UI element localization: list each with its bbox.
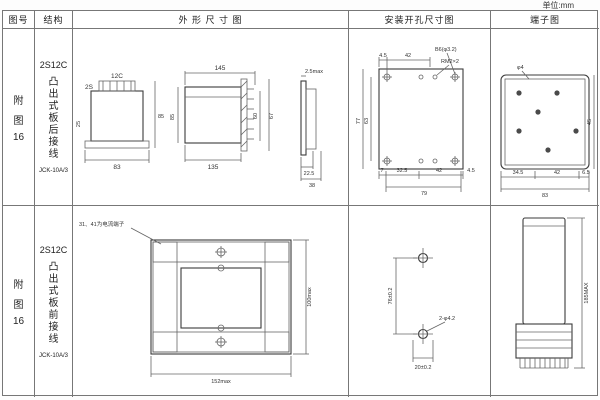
- figure-number-row2: 附 图 16: [3, 206, 35, 397]
- outline-cell-row2: 31、41为电流端子 100max 152max: [73, 206, 349, 397]
- structure-row2: 2S12C 凸出式板前接线 JCK-10A/3: [35, 206, 73, 397]
- structure-row1: 2S12C 凸出式板后接线 JCK-10A/3: [35, 29, 73, 206]
- label-slot-spec: RM2×2: [441, 59, 459, 65]
- dim-100max: 100max: [307, 287, 313, 307]
- dim-325: 32.5: [397, 168, 408, 174]
- dim-20: 20±0.2: [415, 365, 432, 371]
- fig-char-2: 图: [13, 115, 24, 127]
- mounting-drawing-rear-wiring: 4.5 42 B6(φ3.2) RM2×2 77 63 7 32.5 42 4.…: [356, 47, 475, 197]
- fig-char-3: 16: [12, 316, 25, 327]
- model-label: 2S12C: [39, 60, 68, 70]
- fig-char-1: 附: [13, 95, 24, 107]
- model-label: 2S12C: [39, 244, 68, 255]
- terminal-drawing-front-wiring: 185MAX: [515, 217, 590, 369]
- dim-345: 34.5: [513, 170, 524, 176]
- label-12c: 12C: [111, 73, 123, 80]
- type-code: JCK-10A/3: [38, 168, 68, 174]
- dimension-table: 图号 结构 外 形 尺 寸 图 安装开孔尺寸图 端子图 附 图 16 2S12C…: [2, 10, 599, 397]
- dim-front-width: 83: [113, 164, 121, 171]
- mounting-drawing-front-wiring: 76±0.2 2-φ4.2 20±0.2: [388, 248, 455, 371]
- dim-185max: 185MAX: [584, 282, 590, 303]
- dim-25max: 2.5max: [305, 69, 323, 75]
- label-2s: 2S: [85, 84, 94, 91]
- dim-term-42: 42: [554, 170, 560, 176]
- label-phi4: φ4: [517, 65, 524, 71]
- figure-number-row1: 附 图 16: [3, 29, 35, 206]
- dim-42-top: 42: [405, 53, 411, 59]
- header-fig-no: 图号: [3, 11, 35, 29]
- dim-63: 63: [364, 118, 370, 124]
- dim-term-83: 83: [542, 193, 548, 199]
- fig-char-2: 图: [13, 300, 24, 311]
- outline-cell-row1: 83 85 12C 2S 25 145: [73, 29, 349, 206]
- terminal-drawing-rear-wiring: φ4 45 34.5 42 6.5 83: [500, 65, 595, 199]
- dim-67: 67: [269, 113, 275, 119]
- structure-text: 凸出式板后接线: [48, 77, 59, 160]
- header-terminal: 端子图: [491, 11, 599, 29]
- dim-145: 145: [215, 65, 226, 72]
- dim-135: 135: [208, 164, 219, 171]
- header-outline: 外 形 尺 寸 图: [73, 11, 349, 29]
- dim-45-bottom: 4.5: [467, 168, 475, 174]
- terminal-cell-row1: φ4 45 34.5 42 6.5 83: [491, 29, 599, 206]
- header-structure: 结构: [35, 11, 73, 29]
- dim-side-85: 85: [170, 114, 176, 120]
- outline-drawing-rear-wiring: 83 85 12C 2S 25 145: [76, 65, 323, 189]
- dim-152max: 152max: [211, 379, 231, 385]
- dim-225: 22.5: [304, 171, 315, 177]
- unit-label: 单位:mm: [542, 1, 574, 10]
- dim-45-top: 4.5: [379, 53, 387, 59]
- dim-term-45: 45: [587, 119, 593, 125]
- dim-76: 76±0.2: [388, 288, 394, 305]
- terminal-cell-row2: 185MAX: [491, 206, 599, 397]
- dim-79: 79: [421, 191, 427, 197]
- note-current-terminals: 31、41为电流端子: [79, 220, 125, 228]
- dim-7: 7: [380, 168, 383, 174]
- label-2-phi42: 2-φ4.2: [439, 316, 455, 322]
- mounting-cell-row2: 76±0.2 2-φ4.2 20±0.2: [349, 206, 491, 397]
- label-hole-spec: B6(φ3.2): [435, 47, 457, 53]
- dim-front-height: 85: [158, 114, 164, 120]
- type-code: JCK-10A/3: [38, 352, 68, 359]
- dim-38: 38: [309, 183, 315, 189]
- header-mounting: 安装开孔尺寸图: [349, 11, 491, 29]
- fig-char-3: 16: [12, 131, 25, 143]
- outline-drawing-front-wiring: 31、41为电流端子 100max 152max: [79, 220, 313, 385]
- dim-65: 6.5: [582, 170, 590, 176]
- fig-char-1: 附: [13, 280, 24, 291]
- structure-text: 凸出式板前接线: [48, 261, 59, 345]
- mounting-cell-row1: 4.5 42 B6(φ3.2) RM2×2 77 63 7 32.5 42 4.…: [349, 29, 491, 206]
- dim-60: 60: [253, 113, 259, 119]
- dim-42-bottom: 42: [436, 168, 442, 174]
- dim-77: 77: [356, 118, 362, 124]
- dim-25: 25: [76, 121, 82, 127]
